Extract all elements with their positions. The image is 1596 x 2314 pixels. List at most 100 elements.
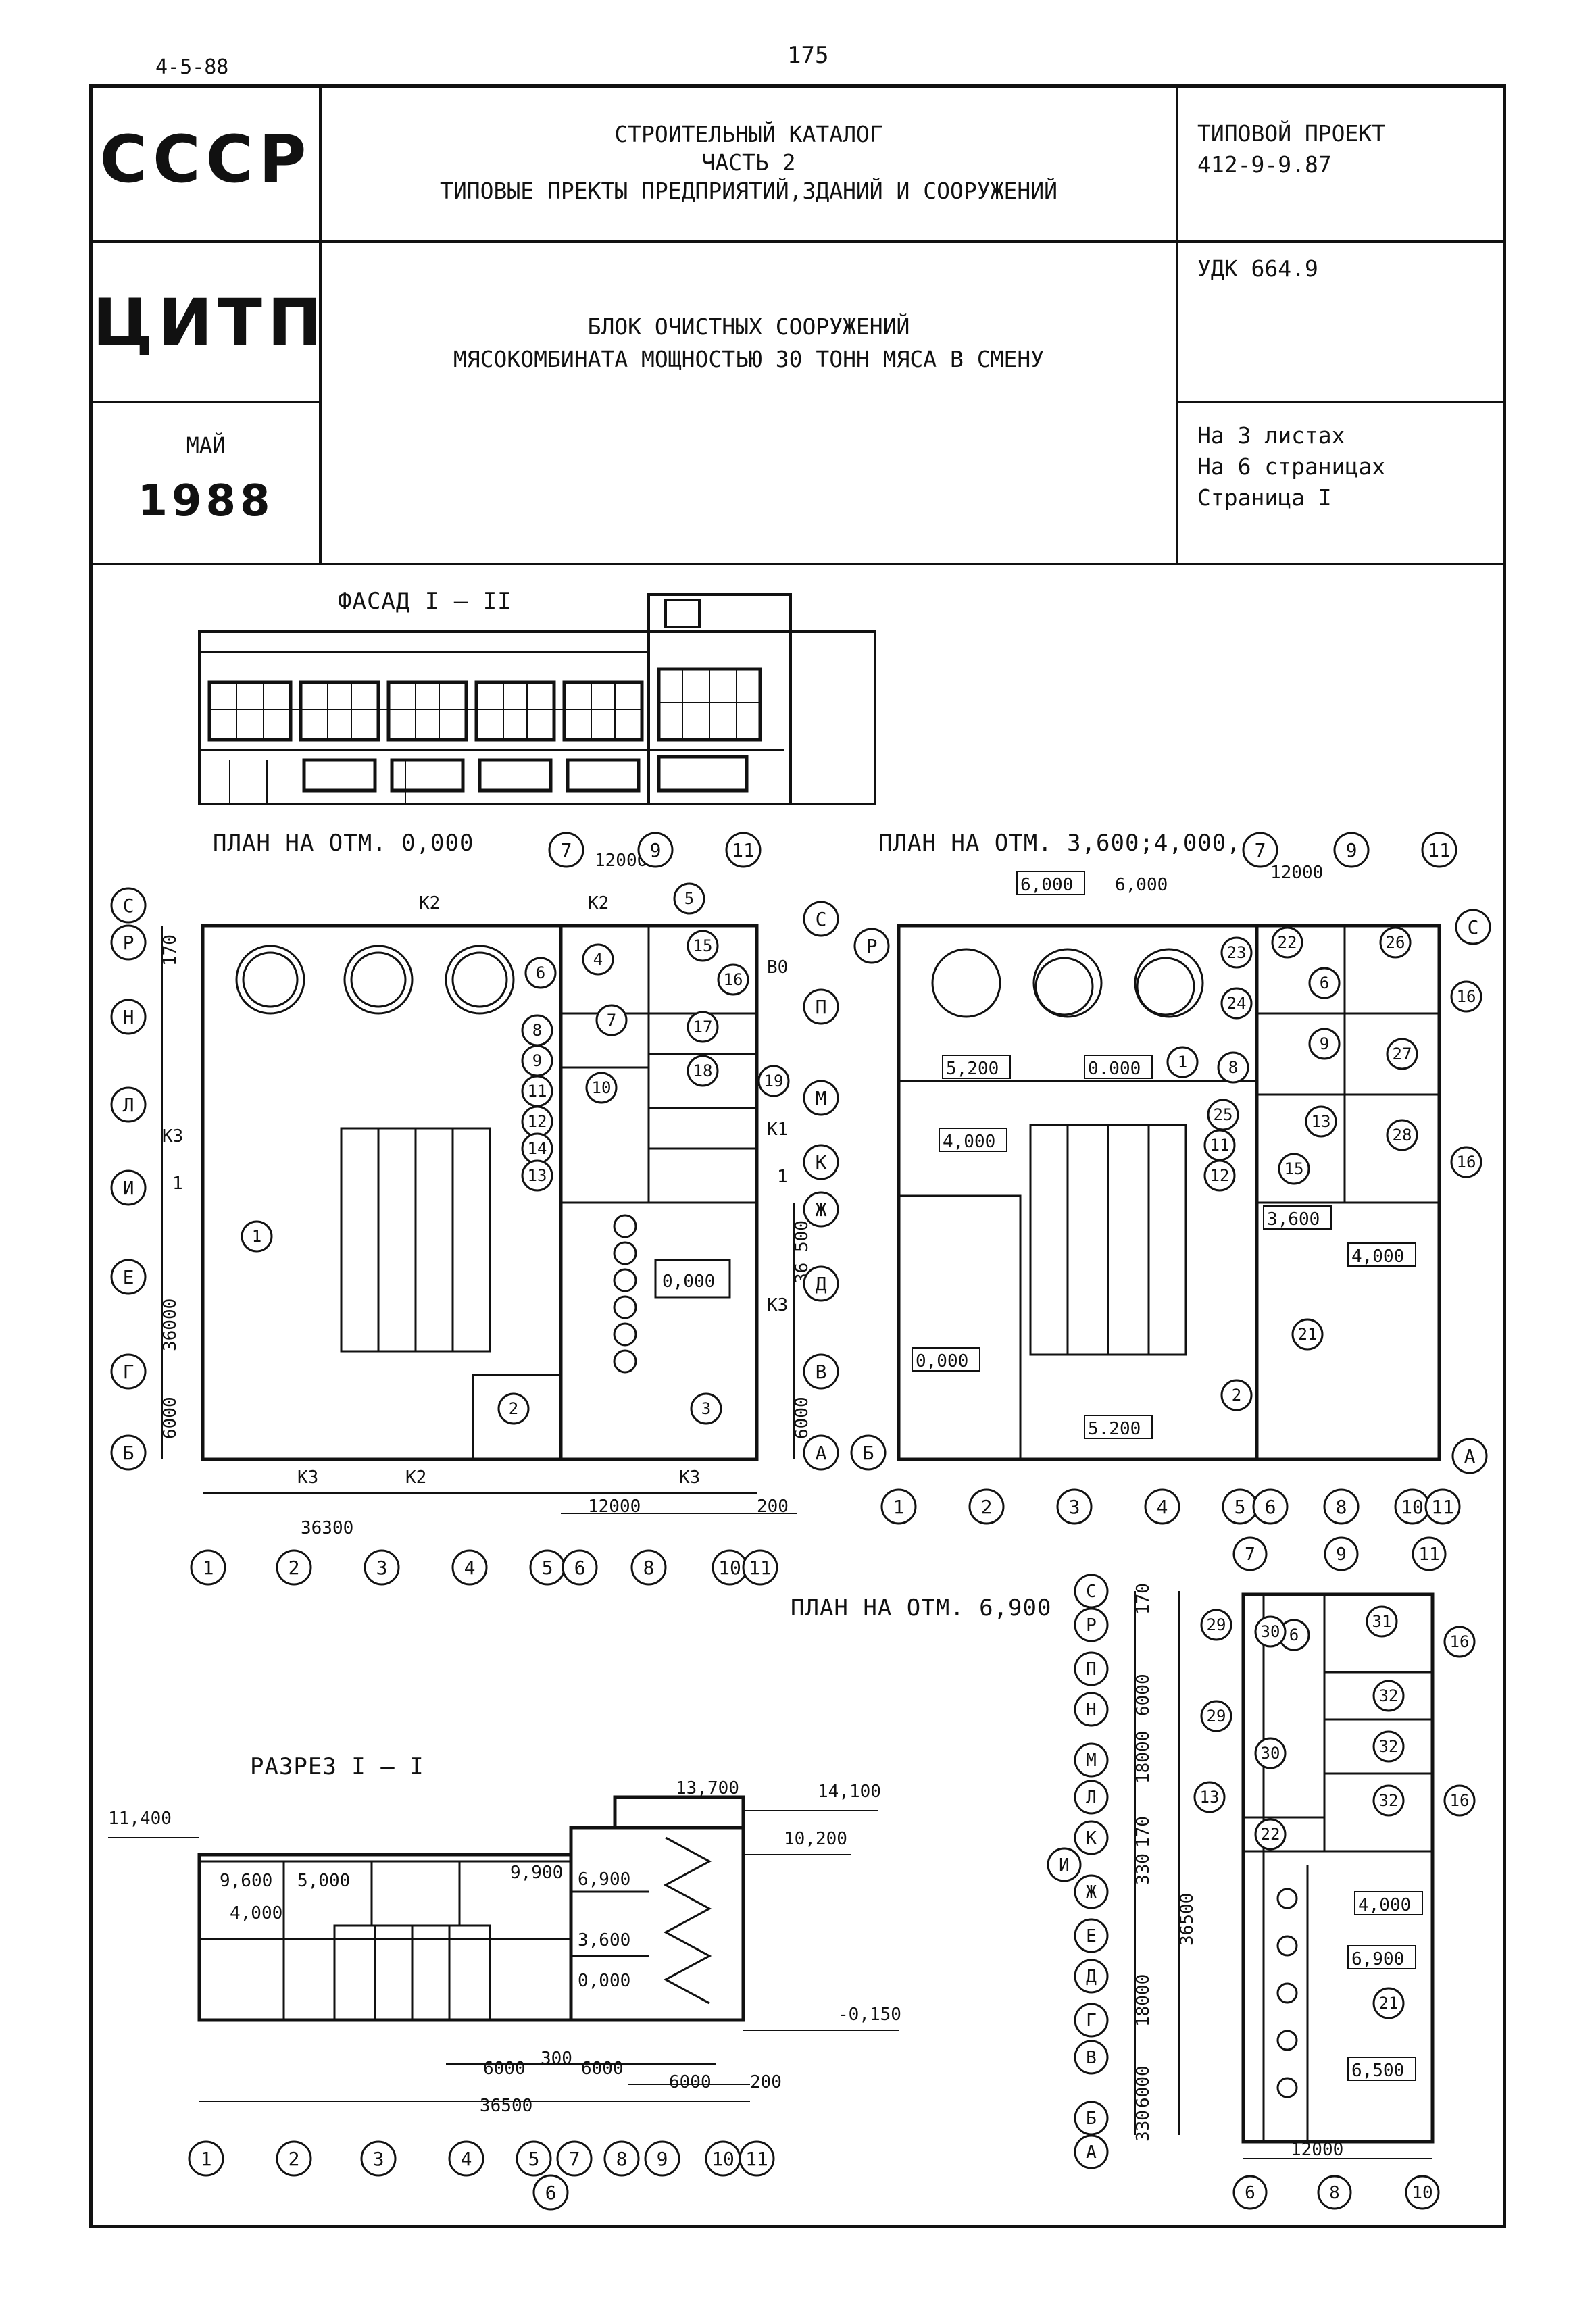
svg-text:1: 1 (172, 1174, 183, 1194)
page-label: Страница I (1197, 484, 1332, 511)
svg-text:16: 16 (724, 970, 743, 989)
svg-text:6: 6 (545, 2182, 557, 2204)
svg-text:1: 1 (1178, 1053, 1187, 1072)
svg-text:6000: 6000 (1133, 1674, 1153, 1716)
header-divider-left (319, 88, 322, 565)
catalog-line-2: ЧАСТЬ 2 (701, 149, 796, 176)
svg-text:Р: Р (1086, 1615, 1097, 1636)
project-number: 412-9-9.87 (1197, 151, 1332, 178)
svg-text:11: 11 (1431, 1496, 1454, 1518)
project-title-line-1: БЛОК ОЧИСТНЫХ СООРУЖЕНИЙ (587, 313, 910, 340)
svg-text:6000: 6000 (581, 2059, 624, 2079)
svg-text:17: 17 (693, 1017, 713, 1036)
svg-text:8: 8 (643, 1557, 655, 1579)
svg-text:8: 8 (1228, 1058, 1238, 1077)
svg-text:170: 170 (1133, 1816, 1153, 1848)
svg-text:7: 7 (561, 839, 572, 861)
svg-text:8: 8 (532, 1021, 542, 1040)
svg-text:6000: 6000 (160, 1397, 180, 1439)
svg-text:Л: Л (123, 1094, 134, 1116)
svg-text:10: 10 (1412, 2183, 1432, 2203)
svg-text:6000: 6000 (792, 1397, 812, 1439)
svg-text:23: 23 (1227, 943, 1247, 962)
svg-text:Г: Г (1086, 2011, 1097, 2031)
header-row-line-1 (93, 240, 1503, 243)
svg-text:4,000: 4,000 (1351, 1247, 1404, 1267)
svg-text:10: 10 (1401, 1496, 1424, 1518)
svg-text:10: 10 (718, 1557, 741, 1579)
svg-text:8: 8 (1329, 2183, 1340, 2203)
svg-text:19: 19 (764, 1072, 784, 1090)
svg-text:0,000: 0,000 (662, 1272, 715, 1292)
svg-text:29: 29 (1207, 1707, 1226, 1726)
country-label: СССР (99, 122, 312, 197)
svg-text:12000: 12000 (1270, 863, 1323, 883)
svg-text:6: 6 (1265, 1496, 1276, 1518)
sheet-info: На 3 листах На 6 страницах Страница I (1197, 420, 1385, 513)
svg-text:11: 11 (1418, 1544, 1439, 1565)
svg-text:Д: Д (1086, 1967, 1097, 1987)
svg-text:В0: В0 (767, 957, 788, 978)
svg-text:5,000: 5,000 (297, 1871, 350, 1891)
svg-text:Е: Е (123, 1266, 134, 1288)
section-title: РАЗРЕЗ I – I (250, 1753, 424, 1780)
drawing-sheet: СССР ЦИТП МАЙ 1988 СТРОИТЕЛЬНЫЙ КАТАЛОГ … (89, 84, 1506, 2228)
svg-text:1: 1 (203, 1557, 214, 1579)
svg-text:Н: Н (123, 1006, 134, 1028)
svg-text:6000: 6000 (483, 2059, 526, 2079)
svg-text:1: 1 (893, 1496, 905, 1518)
svg-text:170: 170 (160, 934, 180, 966)
svg-text:15: 15 (1285, 1159, 1304, 1178)
svg-text:8: 8 (1336, 1496, 1347, 1518)
svg-text:22: 22 (1278, 933, 1297, 952)
svg-text:12000: 12000 (588, 1496, 641, 1517)
svg-text:В: В (816, 1361, 827, 1383)
svg-text:3,600: 3,600 (1267, 1209, 1320, 1230)
svg-text:16: 16 (1450, 1632, 1470, 1651)
svg-text:К3: К3 (679, 1467, 700, 1488)
svg-text:11: 11 (749, 1557, 772, 1579)
svg-text:К3: К3 (162, 1126, 183, 1147)
svg-text:5: 5 (542, 1557, 553, 1579)
svg-text:10,200: 10,200 (784, 1829, 847, 1849)
svg-text:11: 11 (732, 839, 755, 861)
svg-text:6: 6 (1245, 2183, 1255, 2203)
svg-text:6: 6 (536, 963, 545, 982)
svg-text:И: И (123, 1177, 134, 1199)
svg-text:24: 24 (1227, 994, 1247, 1013)
svg-text:К3: К3 (297, 1467, 318, 1488)
svg-text:30: 30 (1261, 1744, 1280, 1763)
svg-text:9: 9 (1336, 1544, 1347, 1565)
svg-text:6: 6 (1289, 1626, 1299, 1644)
svg-text:16: 16 (1450, 1791, 1470, 1810)
svg-text:3: 3 (373, 2148, 384, 2170)
catalog-line-3: ТИПОВЫЕ ПРЕКТЫ ПРЕДПРИЯТИЙ,ЗДАНИЙ И СООР… (440, 178, 1057, 204)
svg-text:А: А (1086, 2142, 1097, 2163)
svg-text:В: В (1086, 2048, 1097, 2068)
svg-text:18000: 18000 (1133, 1974, 1153, 2027)
svg-text:7: 7 (1255, 839, 1266, 861)
svg-text:1: 1 (252, 1227, 261, 1246)
svg-text:2: 2 (289, 1557, 300, 1579)
date-code: 4-5-88 (155, 55, 229, 79)
svg-text:7: 7 (607, 1011, 616, 1030)
svg-text:21: 21 (1298, 1325, 1318, 1344)
svg-text:21: 21 (1379, 1994, 1399, 2013)
svg-text:К3: К3 (767, 1295, 788, 1315)
svg-text:5: 5 (528, 2148, 540, 2170)
svg-text:Ж: Ж (816, 1199, 827, 1221)
svg-text:4,000: 4,000 (1358, 1895, 1411, 1915)
org-label: ЦИТП (93, 285, 328, 361)
svg-text:3: 3 (701, 1399, 711, 1418)
svg-text:9,900: 9,900 (510, 1863, 563, 1883)
svg-text:1: 1 (201, 2148, 212, 2170)
project-type: ТИПОВОЙ ПРОЕКТ 412-9-9.87 (1197, 118, 1385, 180)
svg-text:10: 10 (592, 1078, 612, 1097)
svg-text:5: 5 (684, 889, 694, 908)
header-row-line-left (93, 401, 319, 403)
svg-text:200: 200 (757, 1496, 789, 1517)
